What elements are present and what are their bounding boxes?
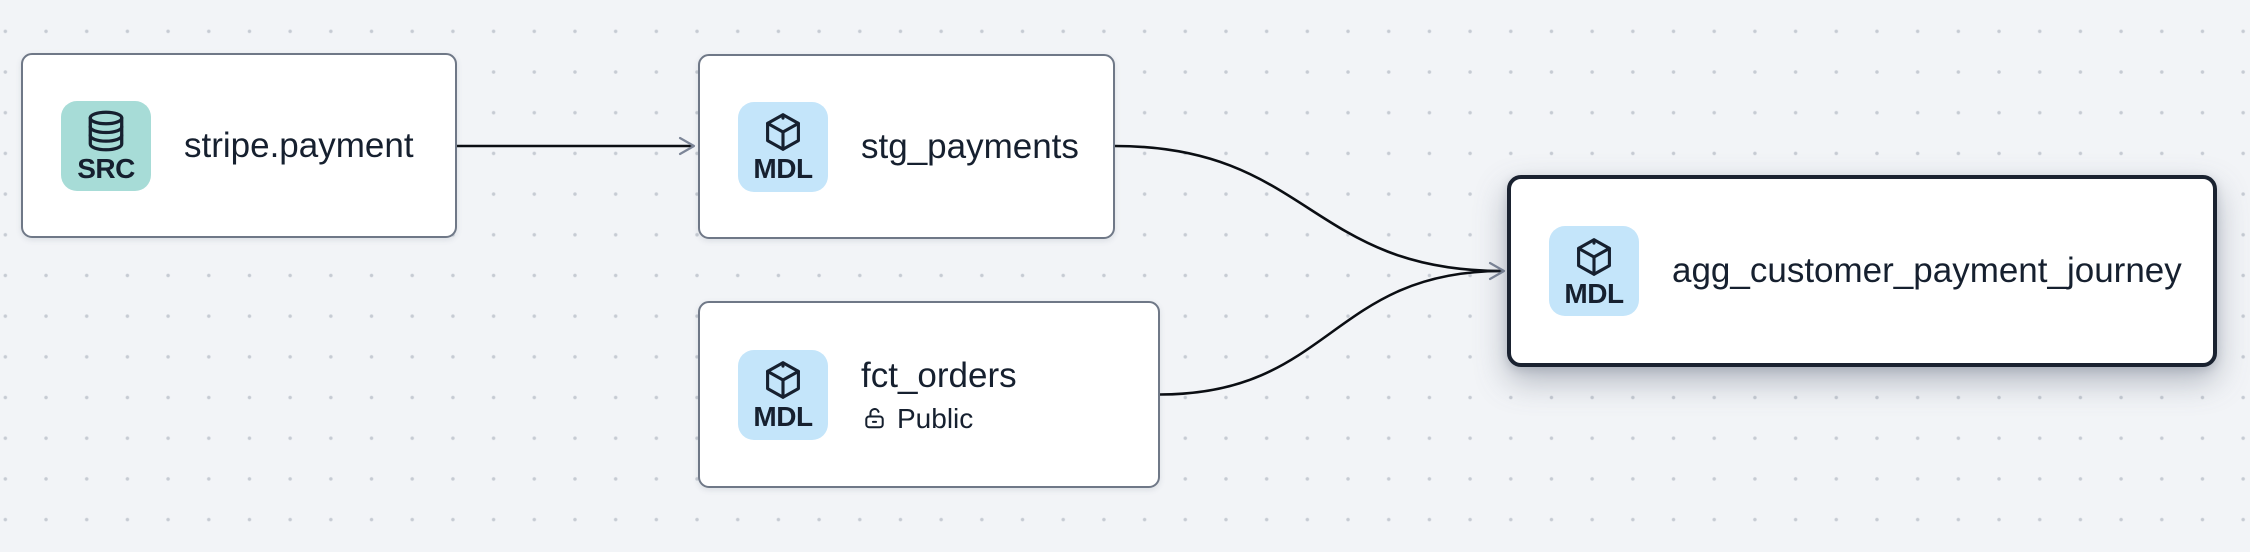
lock-open-icon — [865, 408, 884, 429]
model-type-badge: MDL — [738, 101, 828, 192]
badge-label: SRC — [77, 153, 135, 184]
source-type-badge: SRC — [61, 100, 151, 191]
badge-label: MDL — [753, 153, 813, 184]
database-icon — [88, 110, 124, 152]
lineage-node-stripe-payment[interactable]: SRC stripe.payment — [21, 53, 457, 238]
model-type-badge: MDL — [738, 349, 828, 440]
arrowhead-agg-customer-payment-journey — [1488, 261, 1506, 281]
lineage-node-fct-orders[interactable]: MDL fct_orders Public — [698, 301, 1160, 488]
edge-stg-payments-to-agg-customer-payment-journey[interactable] — [1114, 144, 1503, 273]
badge-label: MDL — [1564, 277, 1624, 309]
lineage-node-stg-payments[interactable]: MDL stg_payments — [698, 54, 1115, 239]
model-type-badge: MDL — [1549, 226, 1639, 316]
visibility-label: Public — [897, 402, 974, 434]
badge-label: MDL — [753, 401, 813, 432]
lineage-node-agg-customer-payment-journey[interactable]: MDL agg_customer_payment_journey — [1507, 175, 2217, 367]
edge-fct-orders-to-agg-customer-payment-journey[interactable] — [1159, 269, 1503, 396]
cube-icon — [1577, 237, 1611, 276]
node-title: stg_payments — [861, 126, 1079, 166]
node-title: fct_orders — [861, 355, 1017, 395]
node-title: stripe.payment — [184, 125, 414, 165]
cube-icon — [766, 361, 800, 399]
arrowhead-stg-payments — [678, 136, 696, 156]
node-title: agg_customer_payment_journey — [1672, 251, 2182, 290]
visibility-row: Public — [861, 402, 974, 435]
cube-icon — [766, 113, 800, 151]
